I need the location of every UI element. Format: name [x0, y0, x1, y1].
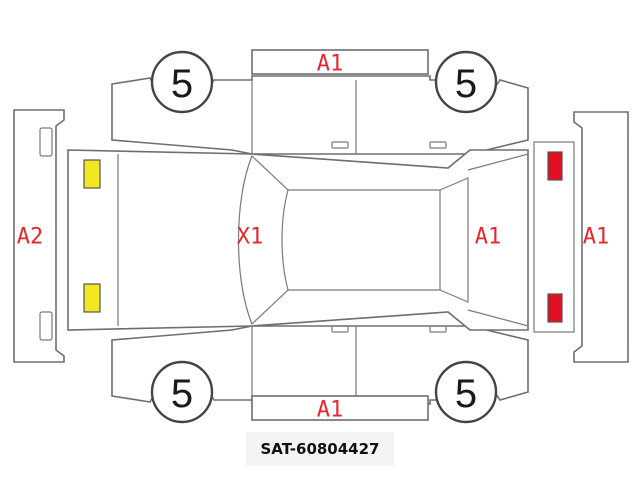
wheel-rear-left-grade: 5: [455, 62, 477, 106]
left-side-sill-panel: [251, 49, 429, 75]
right-side-profile: A1: [111, 325, 529, 423]
left-side-grade: A1: [317, 52, 344, 77]
front-bumper-grade: A2: [17, 225, 44, 250]
taillight-left-marker: [547, 151, 563, 181]
wheel-front-right: 5: [150, 360, 214, 424]
wheel-rear-right: 5: [434, 360, 498, 424]
wheel-rear-left: 5: [434, 50, 498, 114]
right-side-sill-panel: [251, 395, 429, 421]
rear-bumper-grade: A1: [583, 225, 610, 250]
wheel-front-left: 5: [150, 50, 214, 114]
left-side-profile: A1: [111, 49, 529, 155]
wheel-rear-right-grade: 5: [455, 372, 477, 416]
headlight-left-marker: [83, 159, 101, 189]
right-side-grade: A1: [317, 398, 344, 423]
taillight-right-marker: [547, 293, 563, 323]
wheel-front-right-grade: 5: [171, 372, 193, 416]
reference-label: SAT-60804427: [246, 432, 394, 466]
front-bumper: A2: [13, 109, 65, 363]
roof-grade: X1: [237, 225, 264, 250]
headlight-right-marker: [83, 283, 101, 313]
headlight-markers: [83, 159, 101, 313]
top-view-body: X1 A1: [67, 149, 529, 331]
taillight-markers: [533, 141, 575, 333]
wheel-front-left-grade: 5: [171, 62, 193, 106]
rear-window-grade: A1: [475, 225, 502, 250]
rear-bumper: A1: [573, 111, 629, 363]
reference-id: SAT-60804427: [261, 440, 380, 458]
